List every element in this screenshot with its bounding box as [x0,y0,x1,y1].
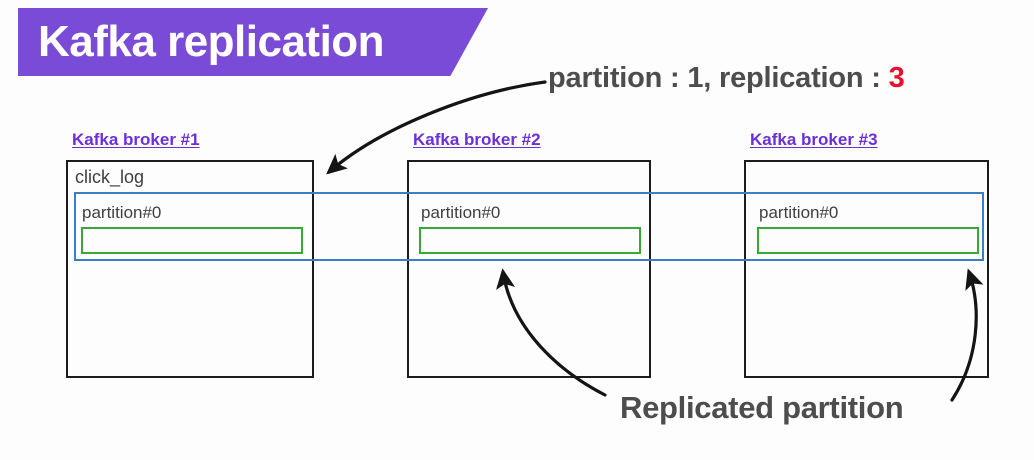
caption-top-accent-value: 3 [888,62,905,94]
caption-partition-replication: partition : 1, replication : 3 [548,62,905,95]
partition-bar-broker-2 [419,227,641,254]
broker-label-1: Kafka broker #1 [72,130,200,149]
arrow-to-broker1 [326,80,547,175]
partition-bar-broker-1 [81,227,303,254]
partition-label-broker-1: partition#0 [82,203,162,222]
broker-label-2: Kafka broker #2 [413,130,541,149]
caption-top-prefix: partition : 1, replication : [548,62,889,94]
title-banner: Kafka replication [18,8,488,76]
broker-box-1 [66,160,314,378]
broker-label-3: Kafka broker #3 [750,130,878,149]
partition-bar-broker-3 [757,227,979,254]
partition-label-broker-2: partition#0 [421,203,501,222]
caption-replicated-partition: Replicated partition [620,390,904,425]
partition-label-broker-3: partition#0 [759,203,839,222]
broker-box-3 [744,160,989,378]
page-title: Kafka replication [38,17,385,66]
topic-label-click-log: click_log [75,167,145,187]
replication-band [74,192,984,261]
